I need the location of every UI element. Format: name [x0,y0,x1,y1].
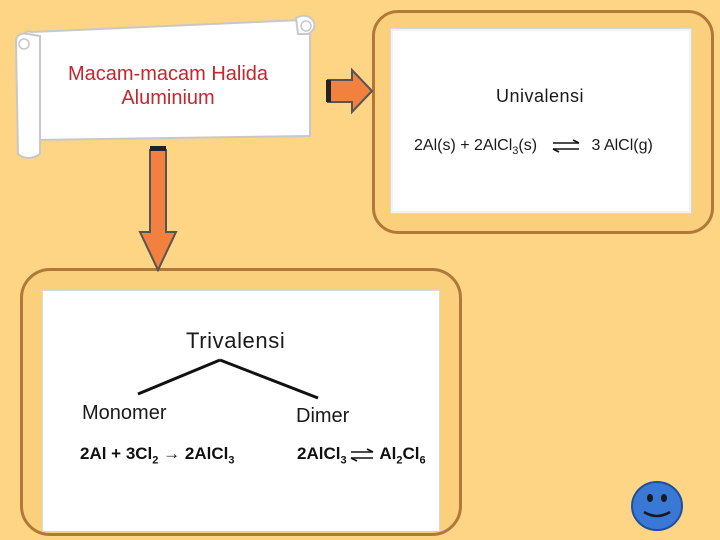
dimer-eq-b-sub1: 2 [396,454,403,467]
dimer-equation: 2AlCl3 Al2Cl6 [297,444,426,466]
monomer-equation: 2Al + 3Cl2 → 2AlCl3 [80,444,234,466]
monomer-eq-b-sub: 3 [228,454,235,467]
univalensi-panel [390,28,692,214]
scroll-title-line1: Macam-macam Halida [67,63,269,85]
equilibrium-arrow-icon [350,447,374,462]
down-arrow-icon [138,146,178,273]
univalensi-title: Univalensi [495,86,585,106]
dimer-eq-b-sub2: 6 [419,454,426,467]
uni-eq-sub: 3 [512,145,519,158]
equilibrium-arrow-icon [553,139,580,153]
trivalensi-title: Trivalensi [186,328,286,353]
monomer-eq-a-sub: 2 [152,454,159,467]
uni-eq-right: 3 AlCl(g) [591,137,653,154]
monomer-eq-arrow: → 2AlCl [158,444,229,463]
trivalensi-panel [42,290,440,531]
uni-eq-left: 2Al(s) + 2AlCl [414,137,513,154]
dimer-label: Dimer [296,405,350,427]
dimer-eq-b-mid: Cl [402,444,420,463]
monomer-eq-a: 2Al + 3Cl [80,444,153,463]
smiley-face-icon[interactable] [630,480,684,532]
right-arrow-icon [326,67,374,115]
scroll-title: Macam-macam Halida Aluminium [24,62,312,110]
monomer-label: Monomer [82,402,167,424]
dimer-eq-a-sub: 3 [340,454,347,467]
dimer-eq-b: Al [379,444,397,463]
uni-eq-mid: (s) [518,137,538,154]
univalensi-equation: 2Al(s) + 2AlCl3(s) 3 AlCl(g) [414,137,653,157]
dimer-eq-a: 2AlCl [297,444,341,463]
scroll-banner [14,14,316,159]
scroll-title-line2: Aluminium [121,87,215,109]
